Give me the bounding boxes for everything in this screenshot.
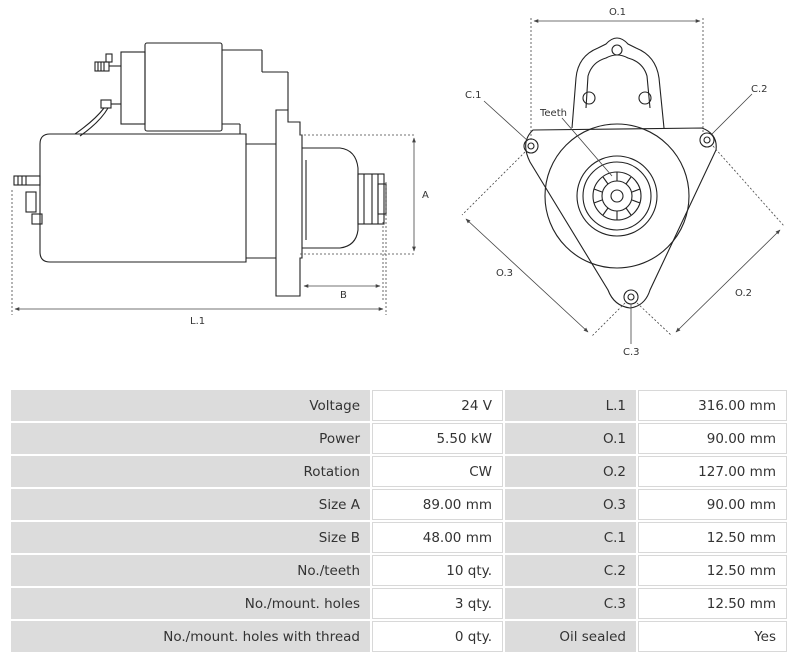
label-o2: O.2 bbox=[735, 288, 752, 299]
spec-label-2: L.1 bbox=[505, 390, 636, 421]
spec-value-2: 12.50 mm bbox=[638, 522, 787, 553]
spec-value-2: 12.50 mm bbox=[638, 588, 787, 619]
spec-label-2: C.1 bbox=[505, 522, 636, 553]
terminal-top bbox=[94, 53, 121, 72]
spec-label: No./mount. holes with thread bbox=[11, 621, 370, 652]
label-c2: C.2 bbox=[751, 84, 768, 95]
spec-value: 89.00 mm bbox=[372, 489, 503, 520]
spec-value: 3 qty. bbox=[372, 588, 503, 619]
label-c3: C.3 bbox=[623, 347, 640, 358]
side-view bbox=[13, 42, 387, 297]
spec-label: Power bbox=[11, 423, 370, 454]
drive-nose bbox=[302, 147, 359, 249]
label-o1: O.1 bbox=[609, 7, 626, 18]
label-o3: O.3 bbox=[496, 268, 513, 279]
spec-label: No./teeth bbox=[11, 555, 370, 586]
top-lobe-hole-right bbox=[638, 91, 652, 105]
flange-outline bbox=[525, 127, 717, 309]
spec-label: No./mount. holes bbox=[11, 588, 370, 619]
spec-value-2: 316.00 mm bbox=[638, 390, 787, 421]
dimension-l1-label: L.1 bbox=[190, 316, 205, 327]
spec-value-2: 90.00 mm bbox=[638, 423, 787, 454]
mount-hole-c3 bbox=[623, 289, 639, 305]
spec-label-2: O.1 bbox=[505, 423, 636, 454]
mounting-flange bbox=[275, 109, 303, 297]
spec-value: 5.50 kW bbox=[372, 423, 503, 454]
spec-value-2: 127.00 mm bbox=[638, 456, 787, 487]
dimension-b-label: B bbox=[340, 290, 347, 301]
spec-value: CW bbox=[372, 456, 503, 487]
spec-value-2: 12.50 mm bbox=[638, 555, 787, 586]
dimension-a-label: A bbox=[422, 190, 429, 201]
nose-outer bbox=[544, 123, 690, 269]
pinion-teeth bbox=[593, 172, 641, 220]
spec-label-2: C.3 bbox=[505, 588, 636, 619]
label-c1: C.1 bbox=[465, 90, 482, 101]
technical-drawing: A B L.1 bbox=[11, 7, 785, 358]
top-lobe bbox=[571, 37, 665, 129]
spec-value: 10 qty. bbox=[372, 555, 503, 586]
spec-label: Size A bbox=[11, 489, 370, 520]
front-view bbox=[523, 37, 717, 309]
spec-value: 0 qty. bbox=[372, 621, 503, 652]
spec-label-2: Oil sealed bbox=[505, 621, 636, 652]
spec-value-2: 90.00 mm bbox=[638, 489, 787, 520]
spec-value: 24 V bbox=[372, 390, 503, 421]
solenoid bbox=[120, 51, 146, 125]
side-dimensions bbox=[11, 134, 416, 315]
solenoid-body bbox=[144, 42, 223, 132]
motor-housing bbox=[39, 133, 247, 263]
spec-value: 48.00 mm bbox=[372, 522, 503, 553]
spec-label: Rotation bbox=[11, 456, 370, 487]
spec-label: Voltage bbox=[11, 390, 370, 421]
top-lobe-hole-left bbox=[582, 91, 596, 105]
end-stud bbox=[13, 175, 43, 225]
label-teeth: Teeth bbox=[539, 108, 567, 119]
mount-hole-c2 bbox=[699, 132, 715, 148]
pinion-gear bbox=[357, 173, 387, 225]
spec-label-2: C.2 bbox=[505, 555, 636, 586]
spec-label: Size B bbox=[11, 522, 370, 553]
spec-label-2: O.2 bbox=[505, 456, 636, 487]
front-dimensions bbox=[461, 18, 785, 344]
terminal-bottom bbox=[74, 99, 121, 137]
spec-value-2: Yes bbox=[638, 621, 787, 652]
spec-label-2: O.3 bbox=[505, 489, 636, 520]
